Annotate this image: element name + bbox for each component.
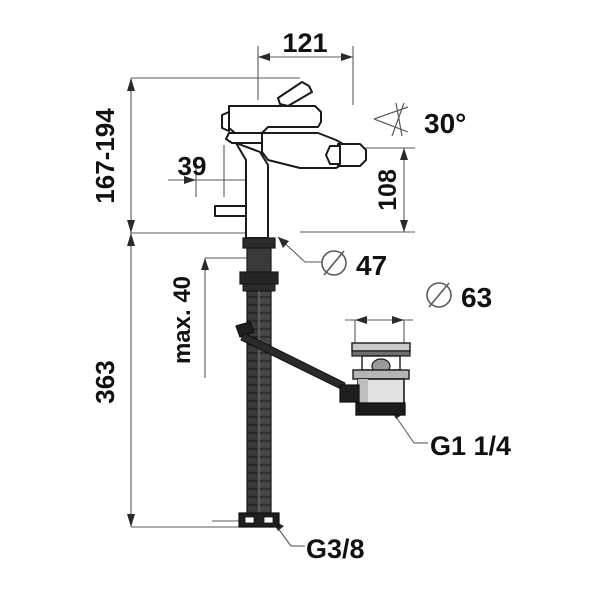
arrow-108-bottom — [400, 220, 408, 232]
waste-rod-port-boss — [339, 384, 360, 403]
shank-base-flange — [242, 237, 276, 249]
angle-symbol-lower-ray — [373, 118, 409, 133]
shank-lock-nut — [239, 271, 279, 285]
angle-30-symbol — [373, 102, 409, 137]
angle-symbol-upper-ray — [373, 106, 409, 120]
arrow-39-left — [184, 176, 196, 184]
arrow-167-bottom — [127, 220, 135, 233]
diameter-47-circle — [321, 250, 347, 276]
arrow-max40-top — [201, 258, 209, 270]
diameter-63-circle — [426, 282, 452, 308]
diameter-label-63: 63 — [461, 282, 492, 313]
arrow-167-top — [127, 78, 135, 91]
arrow-363-top — [127, 233, 135, 246]
dim-label-363: 363 — [90, 360, 120, 403]
hose-end-fitting-right-bore — [263, 516, 274, 524]
dim-label-167-194: 167-194 — [90, 108, 120, 204]
pop-up-waste-assembly — [339, 342, 411, 416]
faucet-collar — [221, 111, 230, 132]
fixing-shank-assembly — [239, 237, 279, 292]
callout-label-g3-8: G3/8 — [306, 534, 365, 564]
shank-threaded-stud — [246, 247, 272, 273]
spout-outlet-aerator — [325, 145, 341, 165]
diameter-symbols — [321, 250, 452, 308]
waste-bottom-thread — [355, 402, 406, 416]
angle-symbol-cross-1 — [395, 102, 403, 137]
hose-end-fitting-left-bore — [244, 516, 255, 524]
shank-washer — [242, 283, 276, 292]
waste-top-flange — [351, 342, 411, 352]
angle-label-30: 30° — [424, 108, 466, 139]
arrow-363-bottom — [127, 514, 135, 527]
arrow-63-right — [392, 316, 404, 324]
arrow-121-right — [341, 53, 353, 61]
arrow-leader-47 — [278, 237, 289, 248]
diameter-label-47: 47 — [356, 250, 387, 281]
dimension-lines — [130, 46, 428, 547]
dim-label-121: 121 — [282, 28, 327, 58]
dim-label-108: 108 — [374, 169, 402, 211]
faucet-upper-body — [228, 105, 322, 134]
supply-hose-right — [258, 290, 272, 514]
diameter-63-slash — [428, 282, 450, 308]
arrow-63-left — [355, 316, 367, 324]
lever-handle — [277, 81, 313, 107]
diameter-47-slash — [323, 250, 345, 276]
column-side-lug — [214, 205, 247, 217]
arrow-108-top — [400, 148, 408, 160]
lift-rod-pivot-block — [235, 321, 255, 338]
callout-label-g1-1-4: G1 1/4 — [430, 431, 511, 461]
waste-upper-collar — [352, 369, 410, 380]
hose-end-fitting-body — [238, 512, 280, 528]
faucet-assembly — [214, 81, 367, 239]
spout-outlet-nozzle — [337, 143, 367, 167]
dim-label-39: 39 — [178, 151, 207, 181]
angle-symbol-cross-2 — [391, 102, 405, 137]
waste-top-flange-lip — [351, 350, 411, 357]
arrow-121-left — [258, 53, 270, 61]
faucet-column — [235, 142, 269, 239]
dim-label-max-40: max. 40 — [169, 276, 196, 364]
waste-barrel-shade — [358, 379, 368, 413]
pop-up-lift-rod-linkage — [235, 321, 346, 391]
